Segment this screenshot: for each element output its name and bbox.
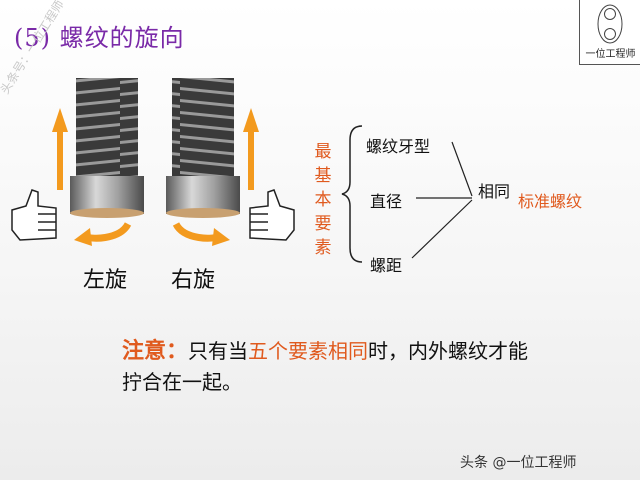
logo-text: 一位工程师 bbox=[585, 49, 636, 60]
brace-connectors bbox=[341, 125, 473, 263]
screw-illustration bbox=[0, 70, 300, 300]
vlabel-char: 本 bbox=[314, 190, 332, 210]
diameter-item: 直径 bbox=[370, 192, 403, 211]
brace-icon bbox=[341, 125, 363, 263]
vlabel-char: 基 bbox=[314, 166, 332, 186]
slide-title: (5) 螺纹的旋向 bbox=[14, 24, 185, 52]
right-hand-icon bbox=[249, 189, 295, 241]
note: 注意：只有当五个要素相同时，内外螺纹才能拧合在一起。 bbox=[122, 336, 542, 397]
note-label: 注意： bbox=[122, 339, 189, 364]
left-hand-caption: 左旋 bbox=[83, 268, 128, 293]
vlabel-char: 素 bbox=[314, 238, 332, 258]
standard-thread-label: 标准螺纹 bbox=[518, 192, 583, 211]
right-hand-screw bbox=[166, 78, 240, 218]
thread-profile-item: 螺纹牙型 bbox=[366, 137, 431, 156]
note-text-1: 只有当 bbox=[188, 339, 249, 363]
pitch-item: 螺距 bbox=[370, 256, 403, 275]
footer-watermark: 头条 @一位工程师 bbox=[460, 455, 577, 471]
logo-emblem-icon bbox=[597, 4, 623, 44]
note-highlight: 五个要素相同 bbox=[248, 339, 369, 363]
screws-figure bbox=[11, 78, 295, 246]
vlabel-char: 要 bbox=[314, 214, 332, 234]
same-label: 相同 bbox=[478, 182, 511, 201]
vlabel-char: 最 bbox=[314, 142, 332, 162]
right-hand-caption: 右旋 bbox=[171, 268, 216, 293]
basic-elements-label: 最 基 本 要 素 bbox=[312, 140, 334, 260]
left-hand-icon bbox=[11, 189, 57, 241]
logo: 一位工程师 bbox=[579, 0, 640, 65]
left-hand-screw bbox=[70, 78, 144, 218]
note-text-2: 时，内外螺纹才能拧合在一起。 bbox=[122, 339, 529, 394]
